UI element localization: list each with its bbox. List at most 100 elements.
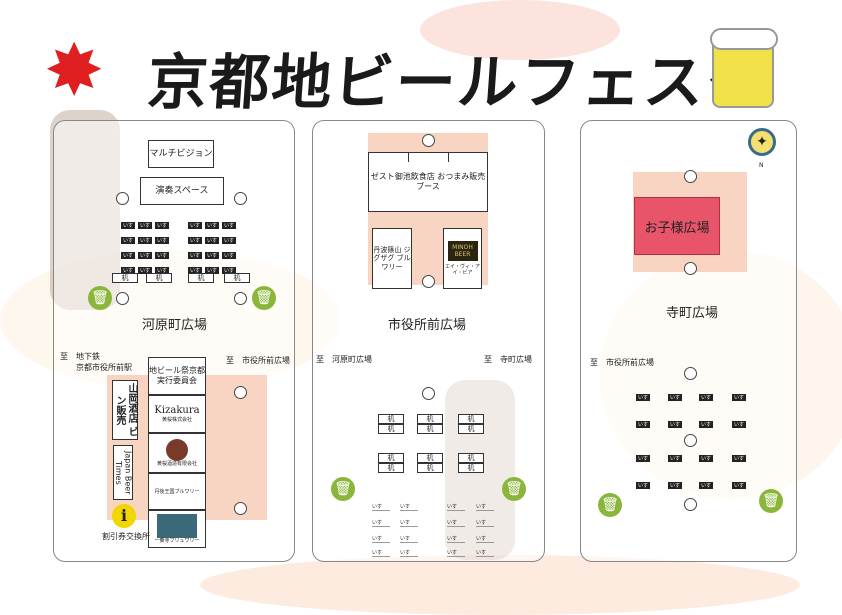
chair: いす: [447, 503, 465, 511]
chair: いす: [732, 421, 746, 428]
chair: いす: [155, 252, 169, 259]
direction-subway-station: 京都市役所前駅: [76, 363, 132, 372]
chair: いす: [732, 455, 746, 462]
chair: いす: [699, 394, 713, 401]
desk: 机: [458, 463, 484, 473]
desk: 机: [112, 273, 138, 283]
chair: いす: [138, 237, 152, 244]
chair: いす: [732, 394, 746, 401]
chair: いす: [188, 222, 202, 229]
brewery-logo: [166, 439, 188, 461]
chair: いす: [400, 549, 418, 557]
desk: 机: [378, 453, 404, 463]
direction-teramachi: 至 寺町広場: [484, 355, 532, 364]
page-title: 京都地ビールフェスタ: [145, 48, 771, 118]
pillar: [234, 502, 247, 515]
desk: 机: [458, 453, 484, 463]
desk: 机: [378, 463, 404, 473]
desk: 机: [146, 273, 172, 283]
pillar: [684, 262, 697, 275]
chair: いす: [668, 482, 682, 489]
vendor-booth: 黄桜酒造有限会社: [148, 433, 206, 473]
pillar: [684, 367, 697, 380]
chair: いす: [155, 237, 169, 244]
pillar: [234, 292, 247, 305]
desk: 机: [417, 414, 443, 424]
area-name: 河原町広場: [142, 318, 208, 333]
desk: 机: [378, 424, 404, 434]
chair: いす: [668, 455, 682, 462]
chair: いす: [222, 222, 236, 229]
chair: いす: [668, 421, 682, 428]
desk: 机: [417, 463, 443, 473]
chair: いす: [636, 455, 650, 462]
chair: いす: [400, 519, 418, 527]
pillar: [234, 386, 247, 399]
direction-city-hall: 至 市役所前広場: [226, 356, 290, 365]
pillar: [116, 292, 129, 305]
chair: いす: [699, 421, 713, 428]
desk: 机: [458, 424, 484, 434]
vendor-booth: 丹後王国ブルワリー: [148, 473, 206, 510]
chair: いす: [447, 535, 465, 543]
trash-icon: 🗑: [331, 477, 355, 501]
area-name: 寺町広場: [666, 306, 719, 321]
pillar: [684, 170, 697, 183]
maple-leaf-icon: ✸: [44, 28, 105, 112]
desk: 机: [378, 414, 404, 424]
kids-area: お子様広場: [634, 197, 720, 255]
info-icon: i: [112, 504, 136, 528]
chair: いす: [447, 519, 465, 527]
trash-icon: 🗑: [759, 489, 783, 513]
minoh-logo: MINOH BEER: [447, 240, 478, 262]
chair: いす: [121, 222, 135, 229]
chair: いす: [699, 455, 713, 462]
vendor-company: 黄桜株式会社: [161, 417, 192, 423]
chair: いす: [400, 503, 418, 511]
stage-area: 演奏スペース: [140, 177, 224, 205]
direction-city-hall: 至 市役所前広場: [590, 358, 654, 367]
chair: いす: [372, 535, 390, 543]
chair: いす: [138, 267, 152, 274]
tamba-booth: 丹波篠山 ジグザグ ブルワリー: [372, 228, 412, 289]
pillar: [684, 434, 697, 447]
trash-icon: 🗑: [88, 286, 112, 310]
compass-north-label: N: [759, 162, 764, 169]
chair: いす: [476, 535, 494, 543]
chair: いす: [476, 503, 494, 511]
chair: いす: [476, 549, 494, 557]
multivision: マルチビジョン: [148, 140, 214, 168]
direction-kawaramachi: 至 河原町広場: [316, 355, 372, 364]
chair: いす: [205, 237, 219, 244]
background-decoration: [200, 555, 800, 615]
chair: いす: [372, 549, 390, 557]
chair: いす: [138, 252, 152, 259]
chair: いす: [732, 482, 746, 489]
chair: いす: [699, 482, 713, 489]
background-decoration: [420, 0, 620, 60]
chair: いす: [188, 252, 202, 259]
area-name: 市役所前広場: [388, 318, 467, 333]
chair: いす: [205, 222, 219, 229]
vendor-booth: 一乗寺ブリュワリー: [148, 510, 206, 548]
pillar: [116, 192, 129, 205]
trash-icon: 🗑: [502, 477, 526, 501]
kizakura-logo: Kizakura: [154, 405, 200, 416]
divider: [408, 152, 409, 162]
chair: いす: [138, 222, 152, 229]
chair: いす: [668, 394, 682, 401]
chair: いす: [155, 222, 169, 229]
desk: 机: [458, 414, 484, 424]
desk: 机: [224, 273, 250, 283]
chair: いす: [636, 394, 650, 401]
vendor-company: 黄桜酒造有限会社: [156, 461, 197, 467]
direction-subway: 至 地下鉄: [60, 352, 100, 361]
compass-icon: ✦: [748, 128, 776, 156]
chair: いす: [121, 237, 135, 244]
trash-icon: 🗑: [598, 493, 622, 517]
desk: 机: [188, 273, 214, 283]
brewery-logo: [157, 514, 197, 538]
japan-beer-times-booth: Japan Beer Times: [113, 445, 133, 500]
